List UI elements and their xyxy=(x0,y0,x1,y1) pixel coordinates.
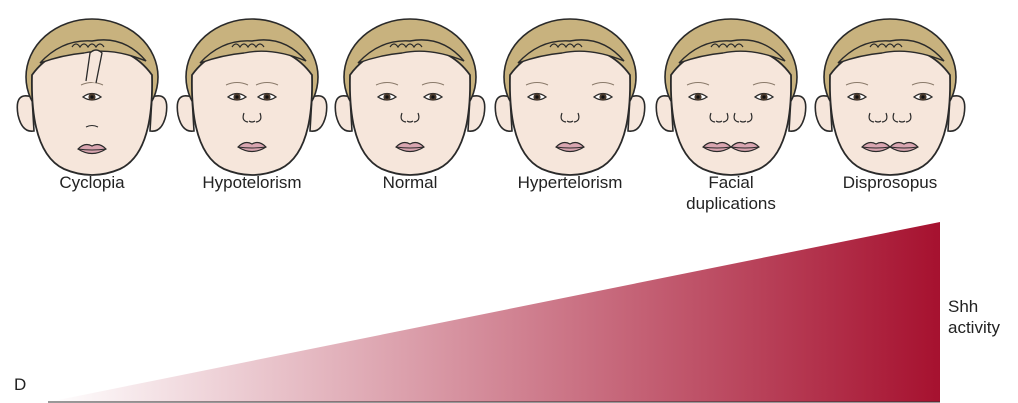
face-label-hypotelorism: Hypotelorism xyxy=(177,172,327,193)
face-label-facial-duplications: Facial duplications xyxy=(676,172,786,214)
face-outline xyxy=(830,45,950,175)
faces-row xyxy=(17,19,964,175)
face-outline xyxy=(192,45,312,175)
eye-pupil xyxy=(431,95,434,98)
face-label-hypertelorism: Hypertelorism xyxy=(495,172,645,193)
shh-activity-gradient xyxy=(48,222,940,402)
shh-activity-label: Shh activity xyxy=(948,296,1000,338)
eye-pupil xyxy=(601,95,604,98)
eye-pupil xyxy=(90,95,93,98)
eye-pupil xyxy=(762,95,765,98)
face-outline xyxy=(350,45,470,175)
eye-pupil xyxy=(265,95,268,98)
eye-pupil xyxy=(535,95,538,98)
face-hypotelorism xyxy=(177,19,326,175)
face-normal xyxy=(335,19,484,175)
face-hypertelorism xyxy=(495,19,644,175)
eye-pupil xyxy=(235,95,238,98)
eye-pupil xyxy=(921,95,924,98)
eye-pupil xyxy=(855,95,858,98)
gradient-left-label: D xyxy=(14,374,26,395)
face-label-disprosopus: Disprosopus xyxy=(815,172,965,193)
face-label-normal: Normal xyxy=(335,172,485,193)
eye-pupil xyxy=(696,95,699,98)
face-outline xyxy=(510,45,630,175)
face-outline xyxy=(671,45,791,175)
face-facial-duplications xyxy=(656,19,805,175)
face-cyclopia xyxy=(17,19,166,175)
face-disprosopus xyxy=(815,19,964,175)
eye-pupil xyxy=(385,95,388,98)
face-label-cyclopia: Cyclopia xyxy=(17,172,167,193)
